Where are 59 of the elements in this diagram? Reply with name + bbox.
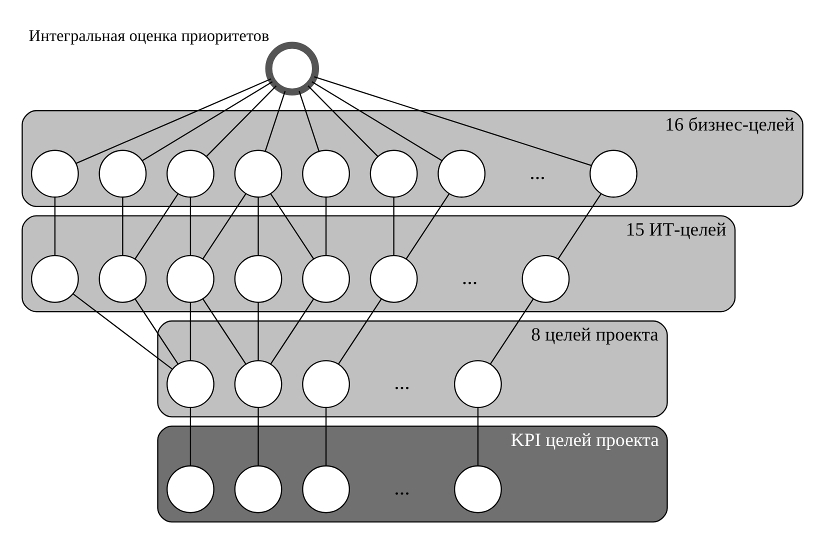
- connector: [338, 298, 382, 364]
- connector: [393, 196, 394, 255]
- connector: [54, 196, 56, 255]
- node-circle: [590, 149, 638, 198]
- label: ...: [462, 264, 478, 289]
- connector: [258, 302, 259, 360]
- connector: [134, 192, 179, 259]
- node-circle: [370, 254, 418, 302]
- connector: [190, 196, 192, 255]
- connector: [202, 192, 246, 259]
- connector: [202, 298, 246, 364]
- connector: [558, 192, 602, 259]
- label: ...: [394, 474, 410, 499]
- connector: [325, 407, 327, 466]
- connector: [308, 84, 378, 156]
- connector: [477, 407, 479, 466]
- node-circle: [454, 360, 502, 408]
- node-circle: [234, 149, 282, 198]
- label: ...: [530, 159, 546, 184]
- connector: [264, 90, 286, 151]
- node-circle: [302, 360, 350, 408]
- node-circle: [302, 149, 350, 198]
- connector: [314, 76, 592, 166]
- connector: [270, 298, 314, 364]
- connector: [76, 78, 272, 164]
- node-circle: [166, 254, 214, 302]
- connector: [206, 84, 277, 156]
- node-circle: [234, 464, 282, 513]
- connector: [312, 80, 442, 161]
- node-circle: [234, 254, 282, 302]
- connector: [134, 298, 179, 364]
- connector: [325, 196, 327, 255]
- connector: [406, 192, 450, 259]
- node-circle: [302, 254, 350, 302]
- connector: [270, 192, 314, 259]
- connector: [122, 196, 124, 255]
- connector: [258, 407, 259, 466]
- node-circle: [438, 149, 486, 198]
- node-circle: [166, 149, 214, 198]
- connector: [298, 90, 320, 151]
- node-circle: [166, 464, 214, 513]
- node-circle: [234, 360, 282, 408]
- connector: [190, 302, 192, 360]
- connector: [190, 407, 192, 466]
- node-circle: [454, 464, 502, 513]
- connector: [142, 80, 273, 161]
- node-circle: [302, 464, 350, 513]
- node-circle: [522, 254, 570, 302]
- node-circle: [98, 149, 147, 198]
- node-circle: [30, 149, 79, 198]
- node-circle: [370, 149, 418, 198]
- node-circle: [30, 254, 79, 302]
- label: ...: [394, 370, 410, 394]
- connector: [258, 196, 259, 255]
- connector: [72, 292, 172, 369]
- connector: [490, 298, 534, 364]
- node-label: Интегральная оценка приоритетов: [28, 25, 270, 44]
- node-circle: [98, 254, 147, 302]
- node-circle: [166, 360, 214, 408]
